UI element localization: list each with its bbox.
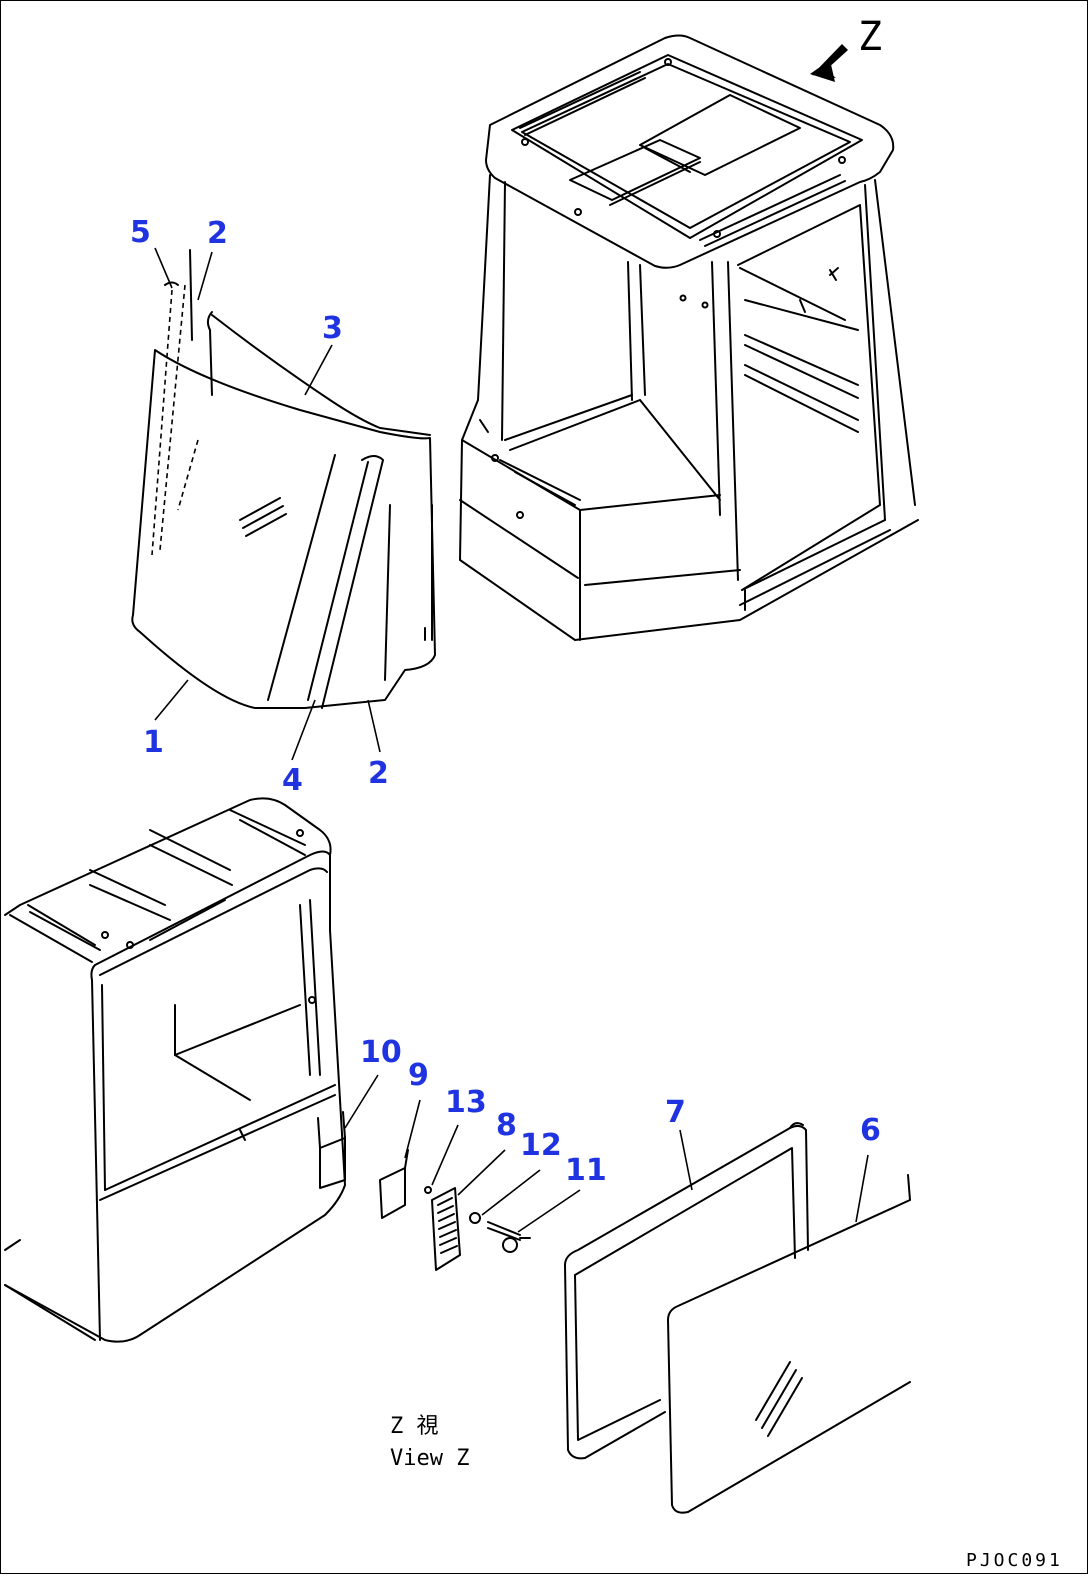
rear-cab-view [4, 797, 346, 1343]
callout-4: 4 [282, 763, 303, 798]
view-direction-arrow [810, 44, 848, 82]
callout-13: 13 [445, 1085, 487, 1120]
callout-10: 10 [360, 1035, 402, 1070]
callout-6: 6 [860, 1113, 881, 1148]
callout-3: 3 [322, 311, 343, 346]
callout-5: 5 [130, 215, 151, 250]
callout-2-upper: 2 [207, 216, 228, 251]
callout-1: 1 [143, 725, 164, 760]
drawing-code: PJOC091 [966, 1550, 1063, 1571]
callout-2-lower: 2 [368, 756, 389, 791]
view-caption-line2: View Z [390, 1446, 469, 1471]
callout-7: 7 [665, 1095, 686, 1130]
callout-12: 12 [520, 1128, 562, 1163]
cab-assembly [459, 34, 919, 641]
left-window-glass [131, 249, 436, 709]
callout-9: 9 [408, 1058, 429, 1093]
callout-8: 8 [496, 1108, 517, 1143]
small-parts [379, 1149, 531, 1271]
leader-lines [154, 247, 869, 1233]
callout-11: 11 [565, 1153, 607, 1188]
front-window-set [564, 1122, 911, 1514]
callout-labels: 5 2 3 1 4 2 10 9 13 8 12 11 7 6 [130, 215, 881, 1188]
view-caption-line1: Z 視 [390, 1414, 439, 1439]
view-marker-z: Z [858, 14, 882, 60]
